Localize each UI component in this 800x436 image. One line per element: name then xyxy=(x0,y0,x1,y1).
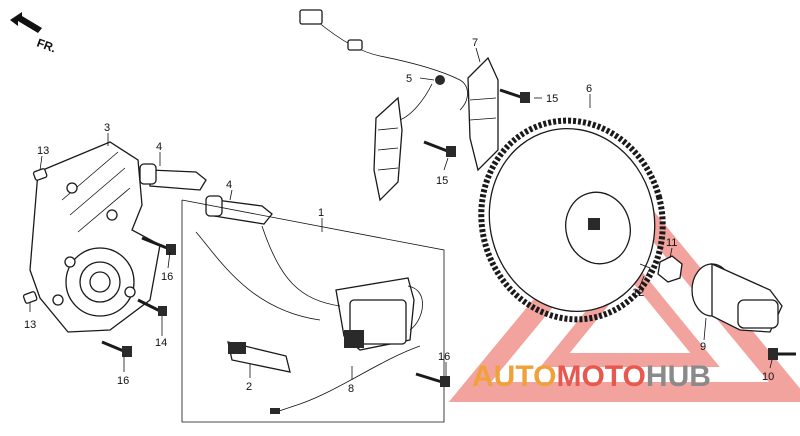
leader-lines xyxy=(29,47,773,380)
wire-harness xyxy=(299,9,468,121)
flange-bolt-left-lower xyxy=(101,340,132,357)
dowel-pin-lower xyxy=(22,291,38,304)
spark-plug-cap-upper xyxy=(139,163,207,191)
flange-bolt-upper-right xyxy=(499,88,530,103)
callout-10: 10 xyxy=(762,371,774,383)
flange-bolt-middle xyxy=(423,140,456,157)
flywheel-nut xyxy=(657,255,683,283)
small-bolt xyxy=(435,75,445,85)
pulser-coil-right xyxy=(467,56,499,172)
callout-9: 9 xyxy=(700,341,706,353)
callout-13-lower: 13 xyxy=(24,319,36,331)
hub-bolt xyxy=(768,348,796,360)
callout-15-middle: 15 xyxy=(436,175,448,187)
callout-5: 5 xyxy=(406,73,412,85)
pulser-coil-left xyxy=(373,96,403,202)
watermark-text: AUTOMOTOHUB xyxy=(472,360,711,393)
callout-4-upper: 4 xyxy=(156,141,162,153)
ignition-coil-pad xyxy=(227,341,291,373)
direction-label: FR. xyxy=(35,36,58,56)
callout-13-upper: 13 xyxy=(37,145,49,157)
callout-8: 8 xyxy=(348,383,354,395)
callout-2: 2 xyxy=(246,381,252,393)
callout-14: 14 xyxy=(155,337,167,349)
flange-bolt-left-upper xyxy=(141,236,176,255)
callout-16-lower-left: 16 xyxy=(117,375,129,387)
callout-7: 7 xyxy=(472,37,478,49)
callout-4-lower: 4 xyxy=(226,179,232,191)
flange-bolt-lower-center xyxy=(415,372,450,387)
ignition-wire xyxy=(270,345,421,414)
callout-15-upper: 15 xyxy=(546,93,558,105)
flywheel xyxy=(478,117,666,323)
callout-12: 12 xyxy=(632,287,644,299)
callout-3: 3 xyxy=(104,122,110,134)
front-direction-arrow-icon xyxy=(10,12,42,33)
flange-bolt-left-middle xyxy=(137,298,167,316)
watermark-moto: MOTO xyxy=(556,360,645,393)
watermark-auto: AUTO xyxy=(472,360,556,393)
coupling-hub xyxy=(691,262,783,333)
woodruff-key xyxy=(639,263,651,277)
dowel-pin-upper xyxy=(32,168,48,181)
callout-16-center: 16 xyxy=(438,351,450,363)
watermark-hub: HUB xyxy=(646,360,711,393)
callout-1: 1 xyxy=(318,207,324,219)
callout-16-left: 16 xyxy=(161,271,173,283)
spark-plug-cap-lower xyxy=(205,195,273,225)
callout-11: 11 xyxy=(666,237,677,249)
callout-6: 6 xyxy=(586,83,592,95)
ignition-coil-assembly xyxy=(181,199,445,423)
stator-cover-plate xyxy=(29,141,161,333)
